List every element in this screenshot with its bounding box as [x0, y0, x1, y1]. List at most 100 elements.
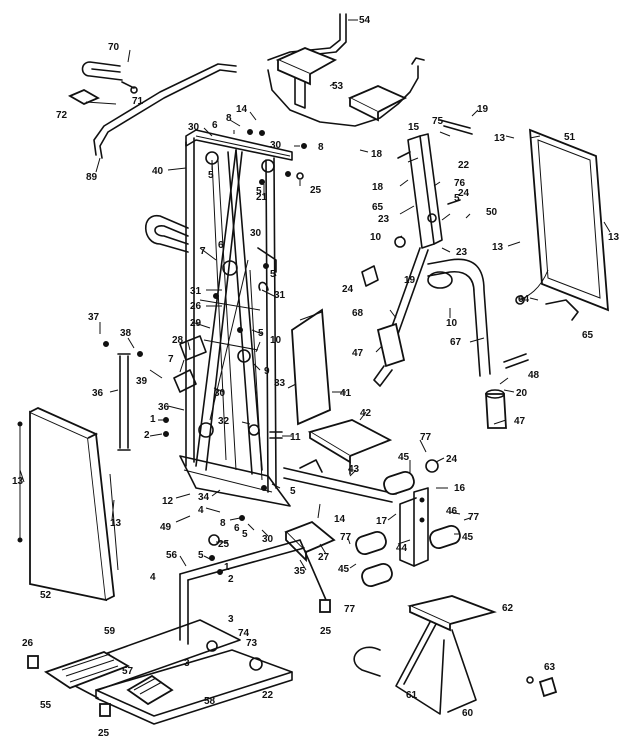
part-46-bracket: [399, 487, 429, 567]
callout: 62: [502, 603, 514, 614]
callout: 71: [132, 96, 144, 107]
callout: 13: [608, 232, 620, 243]
callout: 25: [320, 626, 332, 637]
callout: 65: [372, 202, 384, 213]
callout: 22: [458, 160, 470, 171]
callout: 45: [338, 564, 350, 575]
part-15-upright: [397, 119, 473, 249]
part-41-backpad: [291, 308, 331, 426]
part-47-pads-right: [485, 389, 507, 429]
callout: 25: [98, 728, 110, 739]
part-64-65-cable: [515, 269, 579, 321]
part-42-seat: [307, 419, 393, 475]
callout: 1: [150, 414, 156, 425]
callout: 5: [198, 550, 204, 561]
callout: 27: [318, 552, 330, 563]
callout: 53: [332, 81, 344, 92]
callout: 68: [352, 308, 364, 319]
callout: 59: [104, 626, 116, 637]
callout: 26: [190, 301, 202, 312]
callout: 56: [166, 550, 178, 561]
callout: 11: [290, 432, 301, 443]
callout: 22: [262, 690, 274, 701]
callout: 23: [378, 214, 390, 225]
callout: 61: [406, 690, 418, 701]
callout: 17: [376, 516, 388, 527]
callout: 36: [158, 402, 170, 413]
part-48-pin: [503, 353, 529, 369]
part-63-clip: [526, 676, 558, 698]
callout: 77: [340, 532, 352, 543]
part-25-caps: [27, 534, 331, 717]
part-55-footplate: [43, 651, 131, 690]
callout: 14: [334, 514, 346, 525]
callout: 5: [258, 328, 264, 339]
callout: 10: [446, 318, 458, 329]
callout: 5: [270, 269, 276, 280]
callout: 60: [462, 708, 474, 719]
callout: 30: [188, 122, 200, 133]
main-frame-tower: [145, 129, 293, 507]
callout: 37: [88, 312, 100, 323]
part-52-board: [17, 407, 119, 602]
callout: 2: [228, 574, 234, 585]
leader-lines: [19, 19, 611, 571]
callout: 38: [120, 328, 132, 339]
callout: 57: [122, 666, 134, 677]
callout: 10: [370, 232, 382, 243]
callout: 13: [110, 518, 122, 529]
callout: 5: [208, 170, 214, 181]
part-43-rail: [283, 459, 397, 503]
part-61-60-legs: [353, 621, 477, 715]
callout: 54: [359, 15, 371, 26]
part-24-bushings: [361, 213, 437, 287]
callout: 8: [318, 142, 324, 153]
part-45-rollers: [355, 459, 461, 588]
callout: 24: [342, 284, 354, 295]
callout: 72: [56, 110, 68, 121]
callout: 8: [226, 113, 232, 124]
callout: 7: [168, 354, 174, 365]
callout: 47: [352, 348, 364, 359]
callout: 65: [582, 330, 594, 341]
callout: 7: [200, 246, 206, 257]
callout: 9: [264, 366, 270, 377]
part-73-wheels: [206, 640, 263, 671]
callout: 48: [528, 370, 540, 381]
part-68-arm: [373, 247, 429, 387]
callout: 13: [12, 476, 24, 487]
part-36-tube: [117, 353, 131, 451]
callout: 39: [136, 376, 148, 387]
callout: 46: [446, 506, 458, 517]
callout: 25: [218, 539, 230, 550]
callout: 43: [348, 464, 360, 475]
part-70-strap: [81, 61, 138, 94]
callout: 18: [372, 182, 384, 193]
callout: 77: [468, 512, 480, 523]
callout: 25: [310, 185, 322, 196]
callout: 5: [290, 486, 296, 497]
callout: 42: [360, 408, 372, 419]
callout: 10: [270, 335, 282, 346]
callout: 1: [224, 562, 230, 573]
callout: 19: [477, 104, 489, 115]
callout: 52: [40, 590, 52, 601]
hardware-bits: [103, 129, 307, 575]
callout: 14: [236, 104, 248, 115]
callout: 31: [274, 290, 286, 301]
part-58-base-rail: [95, 649, 293, 725]
callout: 6: [218, 240, 224, 251]
callout: 24: [446, 454, 458, 465]
callout: 77: [420, 432, 432, 443]
callout: 30: [262, 534, 274, 545]
callout: 4: [150, 572, 156, 583]
callout: 28: [172, 335, 184, 346]
part-57-footplate: [126, 674, 174, 706]
callout: 5: [242, 529, 248, 540]
callout: 58: [204, 696, 216, 707]
callout: 76: [454, 178, 466, 189]
callout: 12: [162, 496, 174, 507]
callout: 77: [344, 604, 356, 615]
callout-labels: 54 70 53 71 72 14 8 30 6 19 75 15 30 8 5…: [12, 15, 620, 739]
callout: 75: [432, 116, 444, 127]
